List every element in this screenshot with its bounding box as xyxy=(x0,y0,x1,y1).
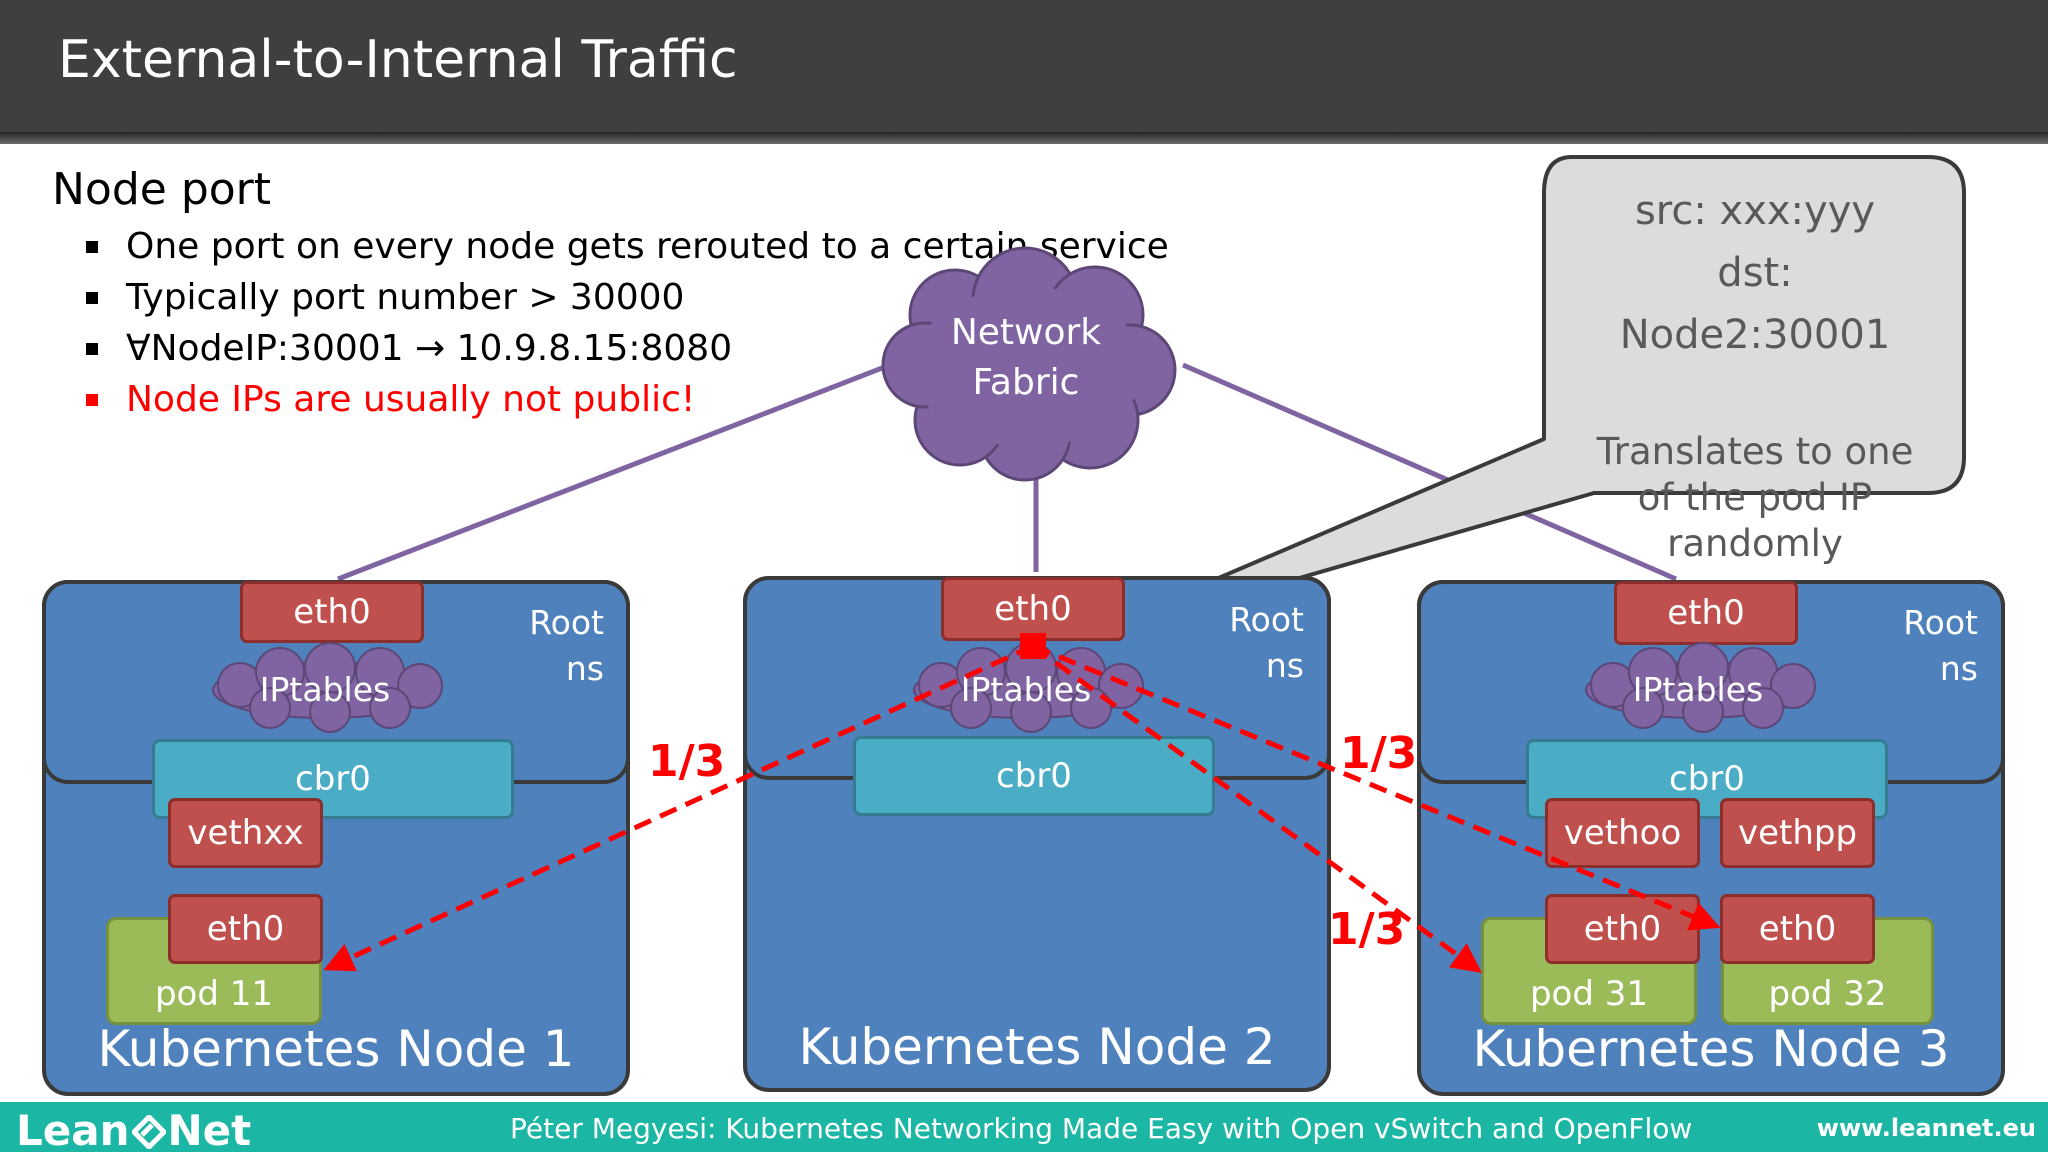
node-2-title: Kubernetes Node 2 xyxy=(798,1018,1276,1076)
footer-credit: Péter Megyesi: Kubernetes Networking Mad… xyxy=(510,1112,1693,1145)
bullet-item: Typically port number > 30000 xyxy=(86,277,684,318)
share-label-pod-31: 1/3 xyxy=(1328,904,1406,955)
arrow-to-pod-31 xyxy=(1031,643,1483,973)
footer-bar: Lean Net Péter Megyesi: Kubernetes Netwo… xyxy=(0,1102,2048,1155)
bullet-square-icon xyxy=(86,291,98,304)
eth0-node-1: eth0 xyxy=(240,581,424,643)
callout-dst: dst: xyxy=(1717,250,1793,296)
callout-bubble xyxy=(1048,155,1966,652)
bullet-item-warning: Node IPs are usually not public! xyxy=(86,379,695,420)
share-label-pod-11: 1/3 xyxy=(648,736,726,787)
cloud-icon xyxy=(881,246,1177,482)
bullet-item: ∀NodeIP:30001 → 10.9.8.15:8080 xyxy=(86,328,732,369)
bullet-square-icon xyxy=(86,393,98,406)
network-fabric-label-1: Network xyxy=(950,312,1102,353)
bullet-square-icon xyxy=(86,240,98,253)
veth-oo-node-3: vethoo xyxy=(1545,798,1700,868)
arrow-to-pod-11 xyxy=(323,643,1035,972)
node-3-title: Kubernetes Node 3 xyxy=(1472,1020,1950,1078)
link-node1 xyxy=(337,360,896,582)
eth0-node-3: eth0 xyxy=(1614,581,1798,645)
iptables-cloud-icon xyxy=(212,642,443,733)
callout-note-1: Translates to one xyxy=(1596,430,1914,473)
cbr0-node-1: cbr0 xyxy=(152,739,514,819)
logo-mark-icon xyxy=(129,1110,168,1151)
pod-11-eth0: eth0 xyxy=(168,894,323,964)
leannet-logo: Lean Net xyxy=(16,1106,252,1155)
node-1-title: Kubernetes Node 1 xyxy=(97,1020,575,1078)
link-node3 xyxy=(1182,362,1677,582)
section-heading: Node port xyxy=(52,164,272,215)
callout-note-2: of the pod IP xyxy=(1637,476,1873,519)
iptables-label-node-2: IPtables xyxy=(960,670,1092,709)
footer-url: www.leannet.eu xyxy=(1816,1114,2036,1142)
veth-pp-node-3: vethpp xyxy=(1720,798,1875,868)
bullet-square-icon xyxy=(86,342,98,355)
pod-31-eth0: eth0 xyxy=(1545,894,1700,964)
title-bar-shadow xyxy=(0,132,2048,144)
network-fabric-label-2: Fabric xyxy=(972,362,1080,403)
callout-dst-value: Node2:30001 xyxy=(1619,312,1891,358)
pod-32-eth0: eth0 xyxy=(1720,894,1875,964)
callout-src: src: xxx:yyy xyxy=(1634,188,1876,234)
arrow-to-pod-32 xyxy=(1032,643,1721,931)
slide-title: External-to-Internal Traffic xyxy=(58,30,738,90)
iptables-label-node-1: IPtables xyxy=(259,670,391,709)
share-label-pod-32: 1/3 xyxy=(1340,728,1418,779)
veth-node-1: vethxx xyxy=(168,798,323,868)
title-bar xyxy=(0,0,2048,132)
callout-note-3: randomly xyxy=(1667,522,1843,565)
iptables-cloud-icon xyxy=(1585,642,1816,733)
cbr0-node-2: cbr0 xyxy=(853,736,1215,816)
iptables-label-node-3: IPtables xyxy=(1632,670,1764,709)
